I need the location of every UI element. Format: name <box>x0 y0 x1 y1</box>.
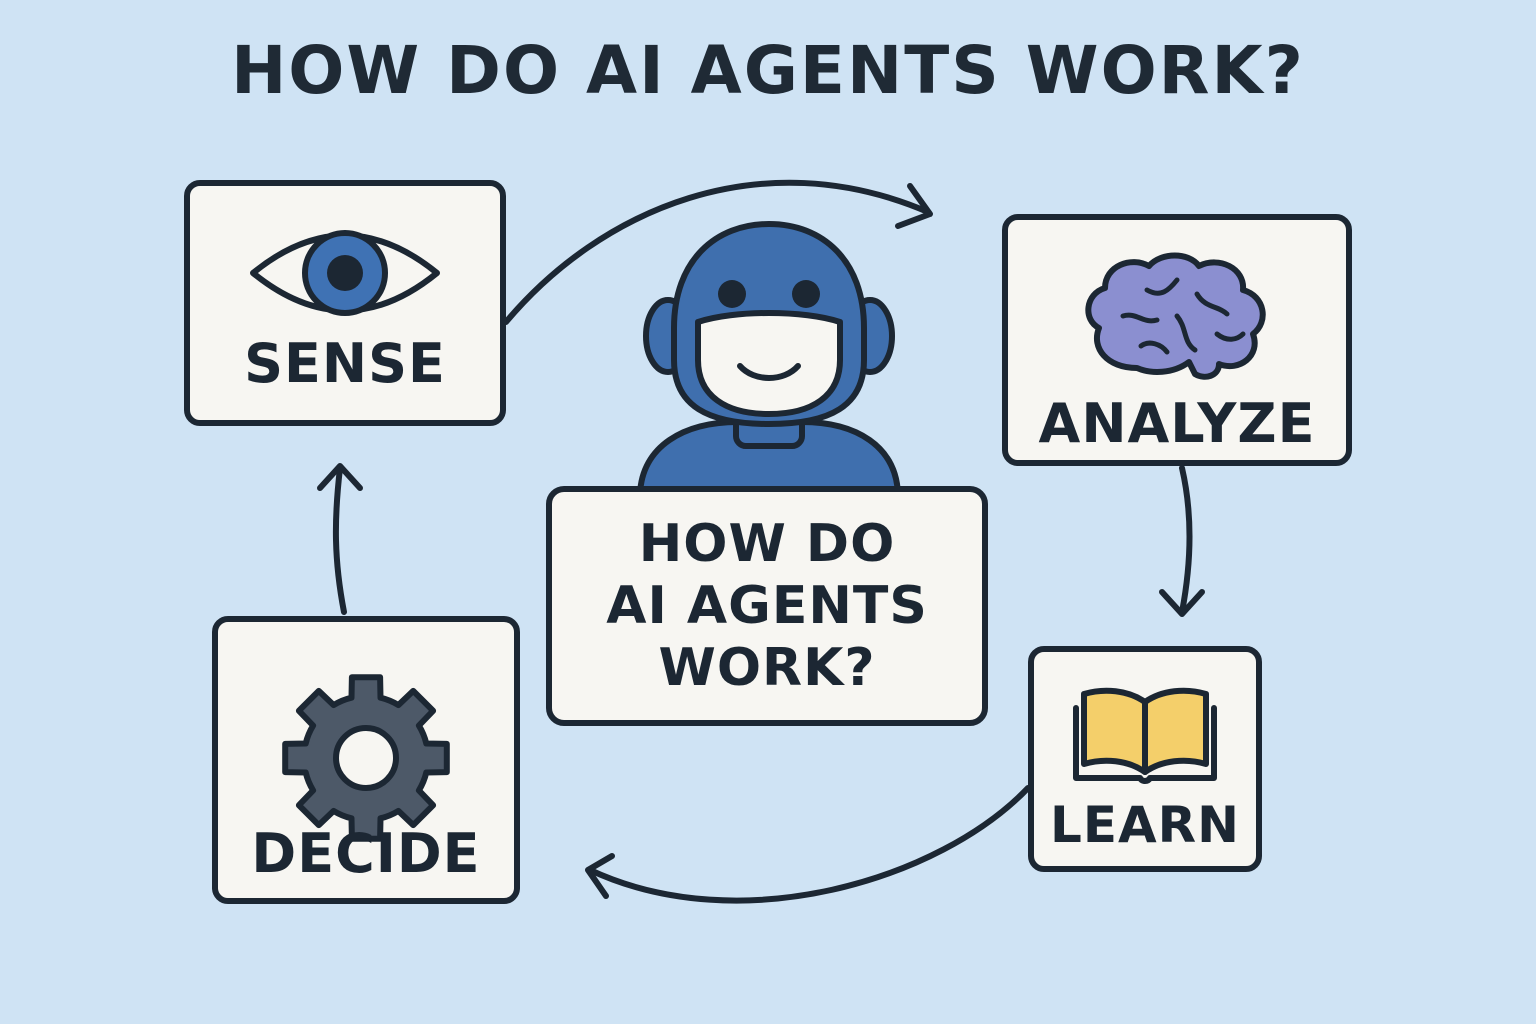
eye-icon <box>190 218 500 328</box>
arrow-decide-to-sense <box>317 463 363 615</box>
center-question-box: HOW DO AI AGENTS WORK? <box>546 486 988 726</box>
step-card-decide: DECIDE <box>212 616 520 904</box>
step-card-learn: LEARN <box>1028 646 1262 872</box>
step-card-sense: SENSE <box>184 180 506 426</box>
step-label-sense: SENSE <box>244 332 446 395</box>
arrow-sense-to-analyze <box>503 179 933 325</box>
step-label-learn: LEARN <box>1049 796 1241 854</box>
center-question-text: HOW DO AI AGENTS WORK? <box>606 514 928 698</box>
step-label-analyze: ANALYZE <box>1038 392 1316 455</box>
step-label-decide: DECIDE <box>251 822 481 885</box>
arrow-learn-to-decide <box>585 785 1031 904</box>
robot-agent-illustration <box>634 210 904 504</box>
open-book-icon <box>1034 680 1256 790</box>
gear-icon <box>218 668 514 848</box>
brain-icon <box>1008 250 1346 380</box>
step-card-analyze: ANALYZE <box>1002 214 1352 466</box>
page-title: HOW DO AI AGENTS WORK? <box>231 32 1305 109</box>
gear-hole <box>333 725 399 791</box>
arrow-analyze-to-learn <box>1159 465 1205 617</box>
